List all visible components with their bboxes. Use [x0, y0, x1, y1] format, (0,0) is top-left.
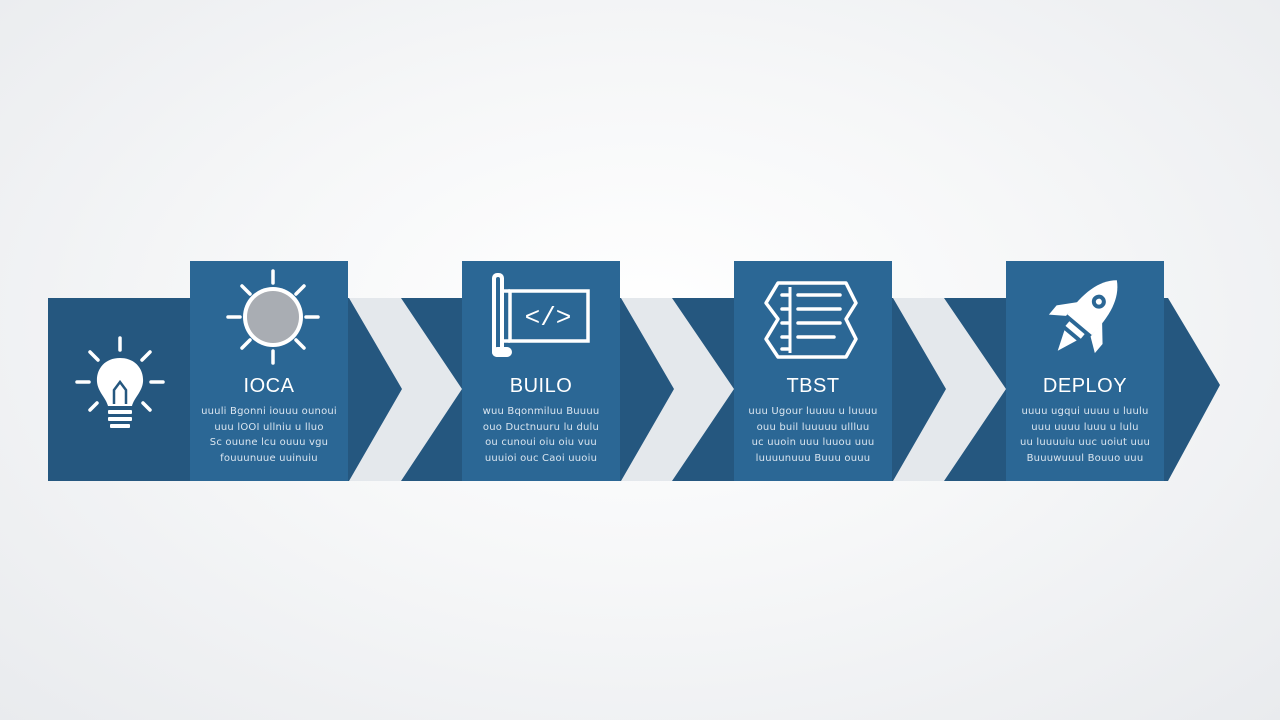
code-scroll-icon: </>: [492, 273, 590, 357]
step-title: BUILO: [509, 375, 573, 397]
chevron-2: [621, 298, 734, 481]
arrow-head: [1166, 298, 1220, 481]
step-description: uuuu ugqui uuuu u luulu uuu uuuu luuu u …: [1019, 406, 1151, 464]
step-title: DEPLOY: [1042, 375, 1128, 397]
step-title: TBST: [786, 375, 840, 397]
step-card-idea: IOCA uuuli Bgonni iouuu ounoui uuu lOOI …: [190, 261, 348, 481]
step-title: IOCA: [243, 375, 295, 397]
svg-text:</>: </>: [525, 303, 572, 333]
step-card-deploy: DEPLOY uuuu ugqui uuuu u luulu uuu uuuu …: [1006, 261, 1164, 481]
step-card-test: TBST uuu Ugour luuuu u luuuu ouu buil lu…: [734, 261, 892, 481]
sun-icon: [226, 269, 320, 365]
chevron-1: [349, 298, 462, 481]
step-description: uuu Ugour luuuu u luuuu ouu buil luuuuu …: [748, 406, 878, 464]
checklist-icon: [764, 281, 858, 359]
rocket-icon: [1048, 280, 1118, 354]
step-description: uuuli Bgonni iouuu ounoui uuu lOOI ullni…: [201, 406, 337, 464]
lightbulb-icon: [75, 336, 165, 428]
step-card-build: </> BUILO wuu Bqonmiluu Buuuu ouo Ductnu…: [462, 261, 620, 481]
chevron-3: [893, 298, 1006, 481]
step-description: wuu Bqonmiluu Buuuu ouo Ductnuuru lu dul…: [482, 406, 600, 464]
